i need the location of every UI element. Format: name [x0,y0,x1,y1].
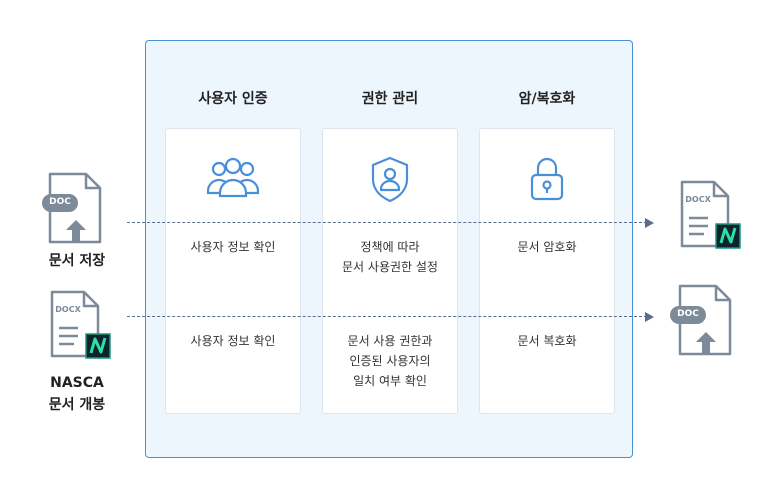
open-doc-badge: DOCX [55,305,81,314]
card-auth: 사용자 정보 확인 사용자 정보 확인 [165,128,301,414]
save-label: 문서 저장 [48,253,106,269]
encrypted-docx-icon: DOCX [676,180,742,256]
auth-step1-text: 사용자 정보 확인 [190,240,276,254]
permission-step2-text: 문서 사용 권한과 인증된 사용자의 일치 여부 확인 [347,334,433,388]
permission-step1-text: 정책에 따라 문서 사용권한 설정 [342,240,438,274]
save-flow-line [127,222,647,223]
save-flow-arrow-icon [645,218,654,228]
card-permission: 정책에 따라 문서 사용권한 설정 문서 사용 권한과 인증된 사용자의 일치 … [322,128,458,414]
auth-step2-text: 사용자 정보 확인 [190,334,276,348]
save-doc-icon: DOC [40,172,104,248]
shield-user-icon [323,155,457,203]
encrypted-doc-badge: DOCX [685,195,711,204]
nasca-docx-icon: DOCX [46,290,112,366]
column-title-auth: 사용자 인증 [198,91,268,107]
column-title-permission: 권한 관리 [361,91,419,107]
decrypted-doc-icon: DOC [664,284,734,360]
save-doc-badge: DOC [49,197,71,207]
open-label: NASCA 문서 개봉 [48,375,106,413]
users-icon [166,155,300,201]
decrypted-doc-badge: DOC [677,309,699,319]
card-crypto: 문서 암호화 문서 복호화 [479,128,615,414]
lock-icon [480,155,614,201]
open-flow-line [127,316,647,317]
column-title-crypto: 암/복호화 [518,91,576,107]
open-flow-arrow-icon [645,312,654,322]
crypto-step1-text: 문서 암호화 [517,240,577,254]
crypto-step2-text: 문서 복호화 [517,334,577,348]
